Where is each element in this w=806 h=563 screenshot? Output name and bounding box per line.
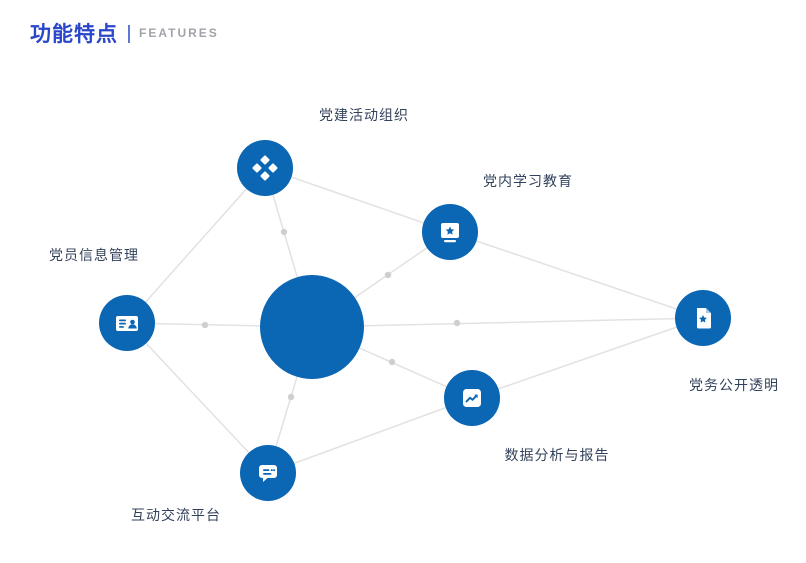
feature-node-openness	[675, 290, 731, 346]
book-star-icon	[436, 218, 464, 246]
node-label: 数据分析与报告	[504, 447, 610, 463]
page-title: 功能特点 FEATURES	[30, 18, 219, 48]
connector-dots	[201, 228, 461, 401]
node-label: 党建活动组织	[319, 107, 409, 123]
node-label: 党员信息管理	[49, 247, 139, 263]
feature-node-activity	[237, 140, 293, 196]
title-en: FEATURES	[139, 26, 219, 40]
line-chart-icon	[458, 384, 486, 412]
feature-node-chat	[240, 445, 296, 501]
id-card-icon	[113, 309, 141, 337]
chat-bubble-icon	[254, 459, 282, 487]
node-label: 互动交流平台	[131, 507, 221, 523]
feature-node-member-info	[99, 295, 155, 351]
center-hub-circle	[260, 275, 364, 379]
feature-node-learning	[422, 204, 478, 260]
node-label: 党内学习教育	[483, 173, 573, 189]
diamond-grid-icon	[251, 154, 279, 182]
title-divider-bar	[128, 25, 130, 43]
title-cn: 功能特点	[30, 23, 118, 46]
document-icon	[689, 304, 717, 332]
node-label: 党务公开透明	[689, 377, 779, 393]
feature-node-analytics	[444, 370, 500, 426]
